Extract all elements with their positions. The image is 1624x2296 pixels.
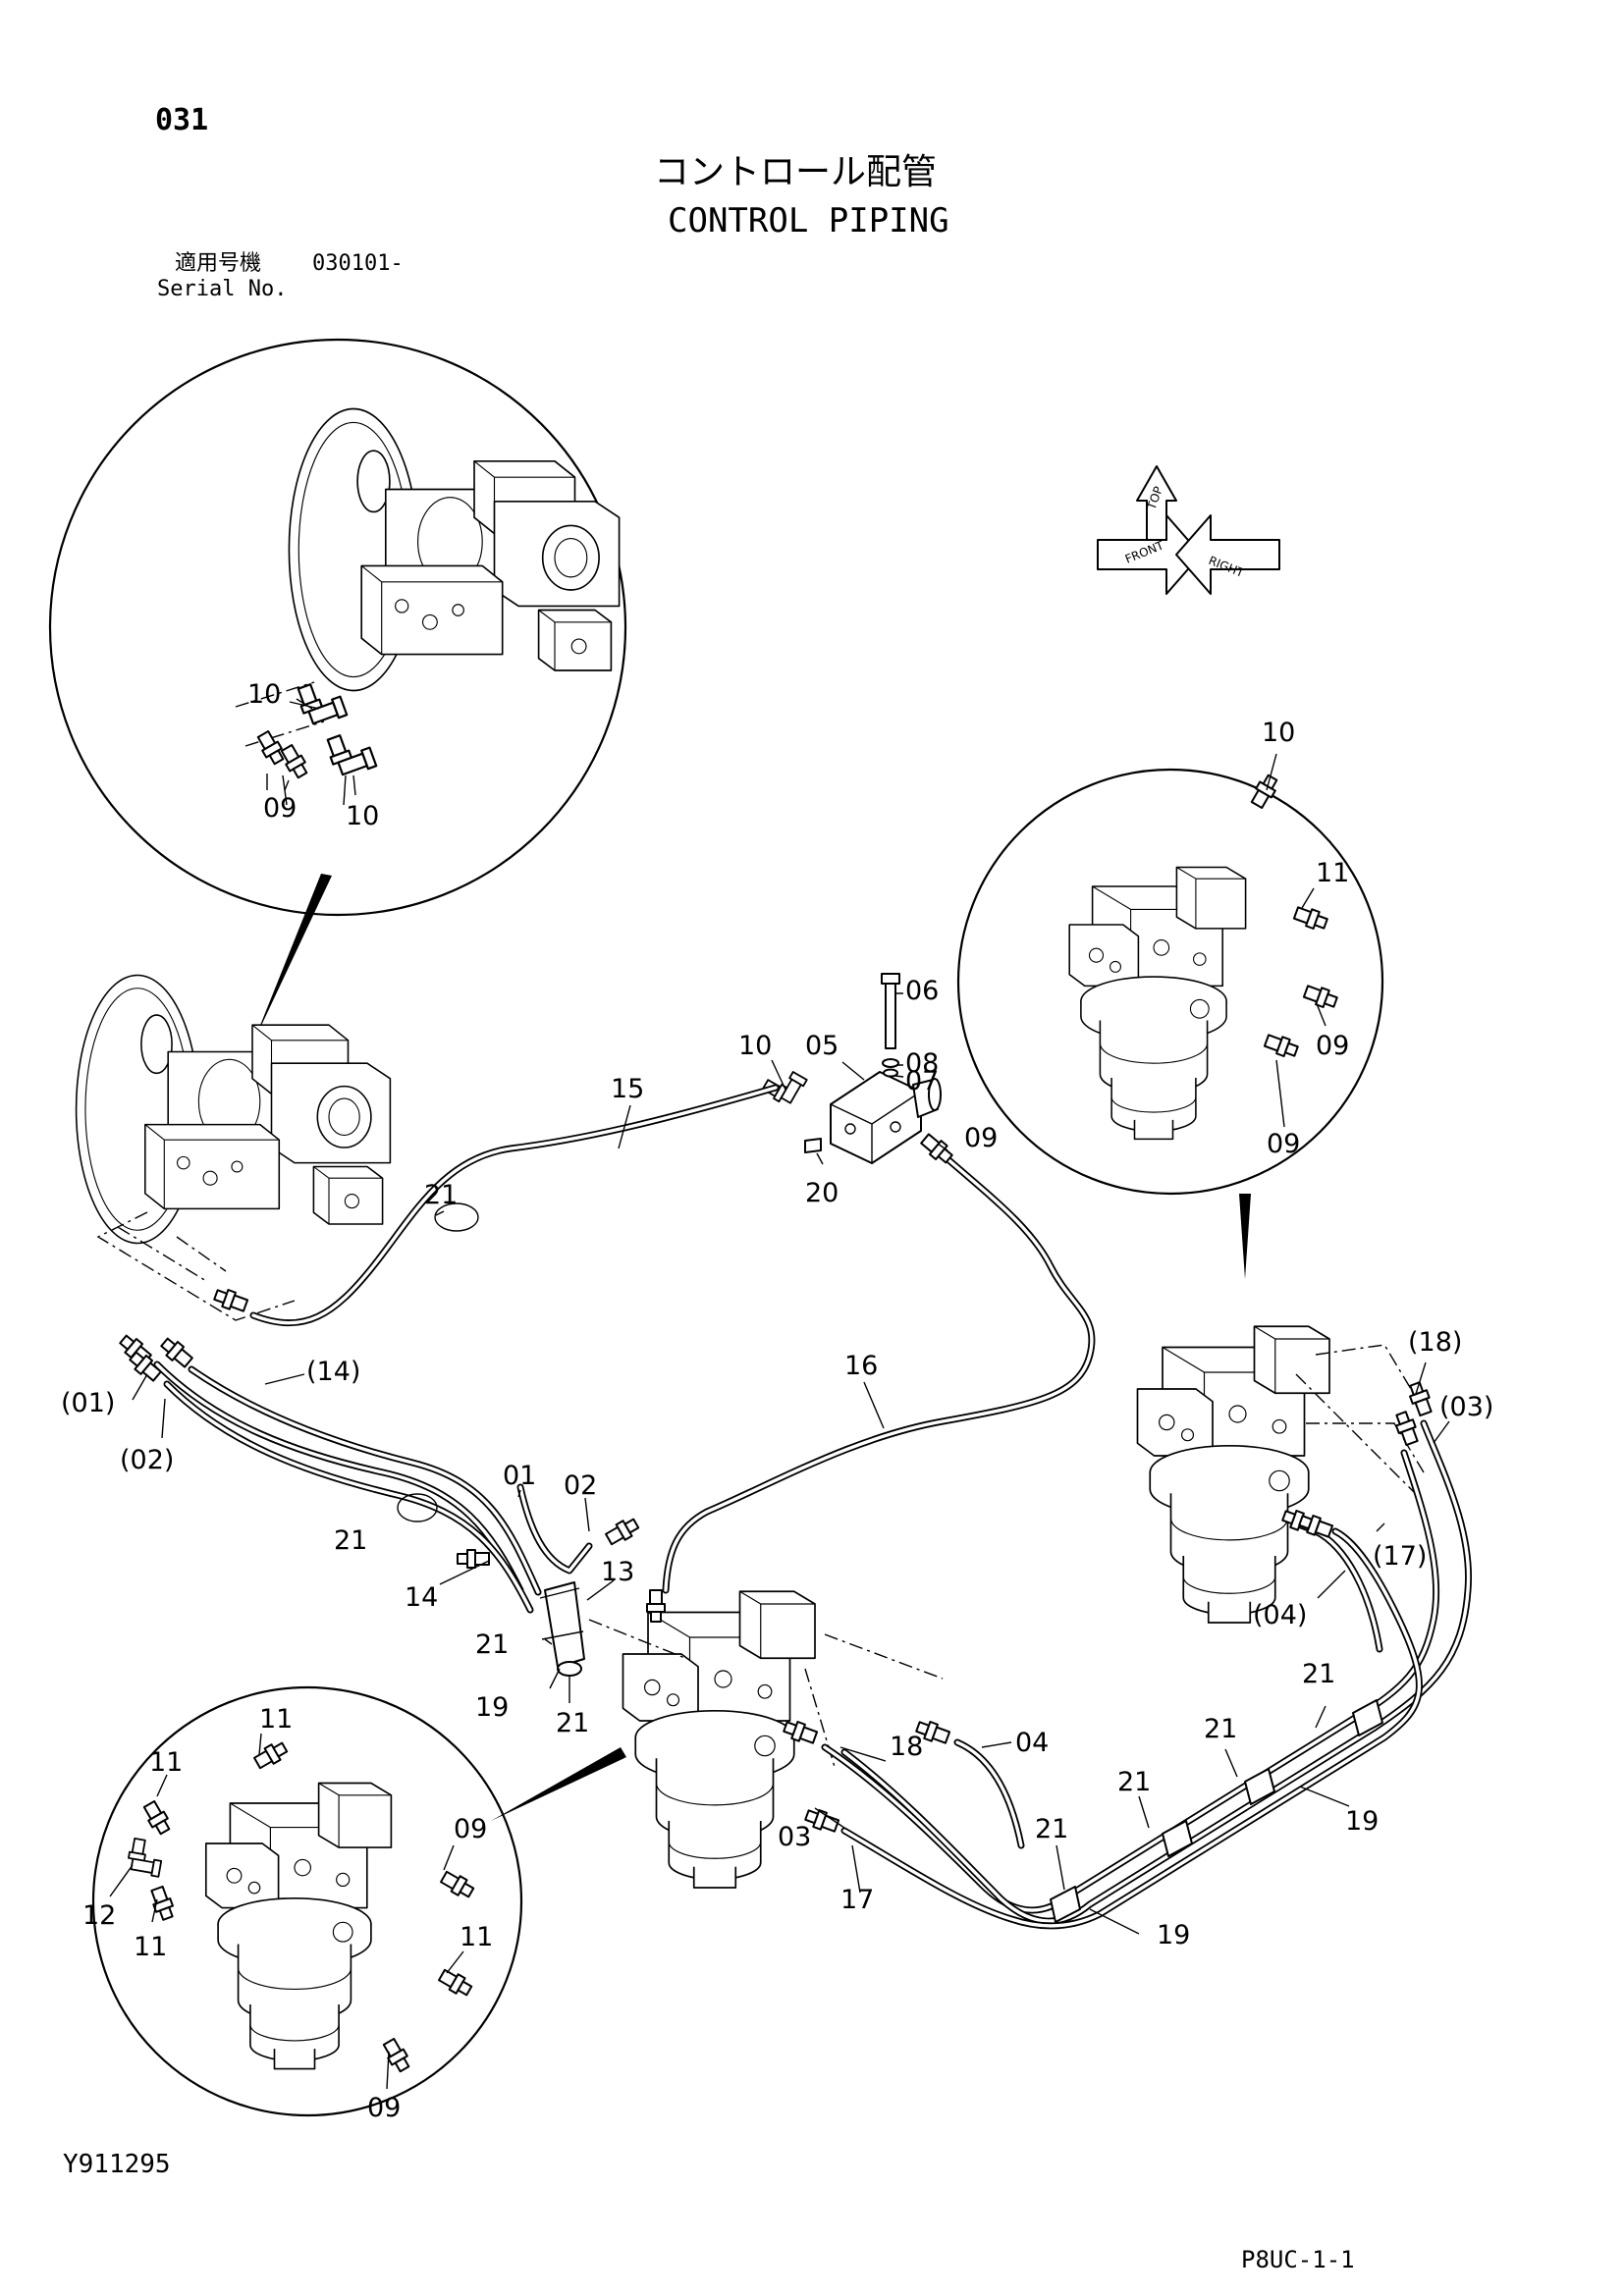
pointer-wedge-pump <box>253 874 332 1042</box>
callout-label: 11 <box>1316 858 1349 888</box>
leader-lines <box>109 698 1450 2090</box>
page-number: 031 <box>155 103 209 137</box>
callout-label: 13 <box>601 1557 634 1587</box>
callout-label: 03 <box>778 1822 811 1852</box>
callout-label: 08 <box>905 1048 939 1079</box>
hose-lower-bundle <box>821 1419 1473 1930</box>
pointer-wedge-right-motor <box>1239 1194 1251 1279</box>
callout-label: 21 <box>1302 1659 1335 1689</box>
solenoid-valve-block <box>804 1071 942 1164</box>
callout-label: 21 <box>475 1629 509 1660</box>
tee-block-19 <box>544 1581 585 1677</box>
callout-label: (01) <box>61 1388 115 1418</box>
main-motor-upper-right <box>1136 1325 1425 1624</box>
page-code: P8UC-1-1 <box>1241 2246 1355 2273</box>
title-english: CONTROL PIPING <box>668 201 949 240</box>
drawing-code: Y911295 <box>63 2150 171 2179</box>
callout-label: 21 <box>1204 1714 1237 1744</box>
washer-08 <box>882 1058 899 1068</box>
callout-label: 21 <box>1117 1767 1151 1797</box>
callout-label: 10 <box>346 801 379 831</box>
callout-label: 17 <box>840 1885 874 1915</box>
callout-label: (02) <box>120 1445 174 1475</box>
callout-label: 11 <box>460 1922 493 1952</box>
callout-label: 14 <box>405 1582 438 1613</box>
callout-label: 10 <box>738 1031 772 1061</box>
detail-circle-lower-motor <box>91 1685 523 2117</box>
callout-label: 21 <box>424 1180 458 1210</box>
callout-label: 10 <box>247 679 281 710</box>
main-pump-assembly <box>75 974 392 1321</box>
callout-label: 09 <box>263 793 297 824</box>
callout-label: 06 <box>905 976 939 1006</box>
hose-16 <box>662 1147 1096 1594</box>
callout-label: 11 <box>259 1704 293 1735</box>
callout-label: 19 <box>1157 1920 1190 1950</box>
callout-label: (03) <box>1439 1392 1493 1422</box>
callout-label: (17) <box>1373 1541 1427 1572</box>
callout-label: 19 <box>1345 1806 1379 1837</box>
detail-circle-right-motor <box>956 768 1384 1196</box>
serial-label-jp: 適用号機 <box>175 251 262 276</box>
callout-label: 18 <box>890 1732 923 1762</box>
bolt-06 <box>881 973 900 1049</box>
callout-label: 15 <box>611 1074 644 1104</box>
callout-label: 01 <box>503 1461 536 1491</box>
detail-circle-pump <box>48 338 627 917</box>
callout-label: 10 <box>1262 718 1295 748</box>
title-japanese: コントロール配管 <box>654 152 938 192</box>
callout-label: 05 <box>805 1031 839 1061</box>
callout-label: 02 <box>564 1470 597 1501</box>
washer-07 <box>883 1068 898 1078</box>
callout-label: (18) <box>1408 1327 1462 1358</box>
serial-range: 030101- <box>312 251 404 276</box>
orientation-marker: FRONT TOP RIGHT <box>1097 465 1280 595</box>
callout-label: 12 <box>82 1900 116 1931</box>
hose-01-02-14-bundle <box>153 1361 593 1614</box>
callout-label: 16 <box>844 1351 878 1381</box>
callout-label: 20 <box>805 1178 839 1208</box>
callout-labels: 10 10 09 10 10 11 09 09 06 08 07 10 05 0… <box>61 679 1493 2123</box>
callout-label: 09 <box>1316 1031 1349 1061</box>
callout-label: 09 <box>1267 1129 1300 1159</box>
serial-label-en: Serial No. <box>157 277 288 301</box>
callout-label: (14) <box>306 1357 360 1387</box>
callout-label: 09 <box>454 1814 487 1844</box>
callout-label: 11 <box>149 1747 183 1778</box>
pointer-wedge-lower-motor <box>491 1747 626 1821</box>
callout-label: (04) <box>1253 1600 1307 1630</box>
callout-label: 09 <box>367 2093 401 2123</box>
callout-label: 21 <box>1035 1814 1068 1844</box>
callout-label: 07 <box>905 1066 939 1096</box>
callout-label: 04 <box>1015 1728 1049 1758</box>
callout-label: 09 <box>964 1123 998 1153</box>
band-clamps-21 <box>397 1202 1383 1923</box>
hose-15 <box>249 1084 780 1327</box>
callout-label: 21 <box>334 1525 367 1556</box>
callout-label: 21 <box>556 1708 589 1738</box>
callout-label: 11 <box>134 1932 167 1962</box>
callout-label: 19 <box>475 1692 509 1723</box>
